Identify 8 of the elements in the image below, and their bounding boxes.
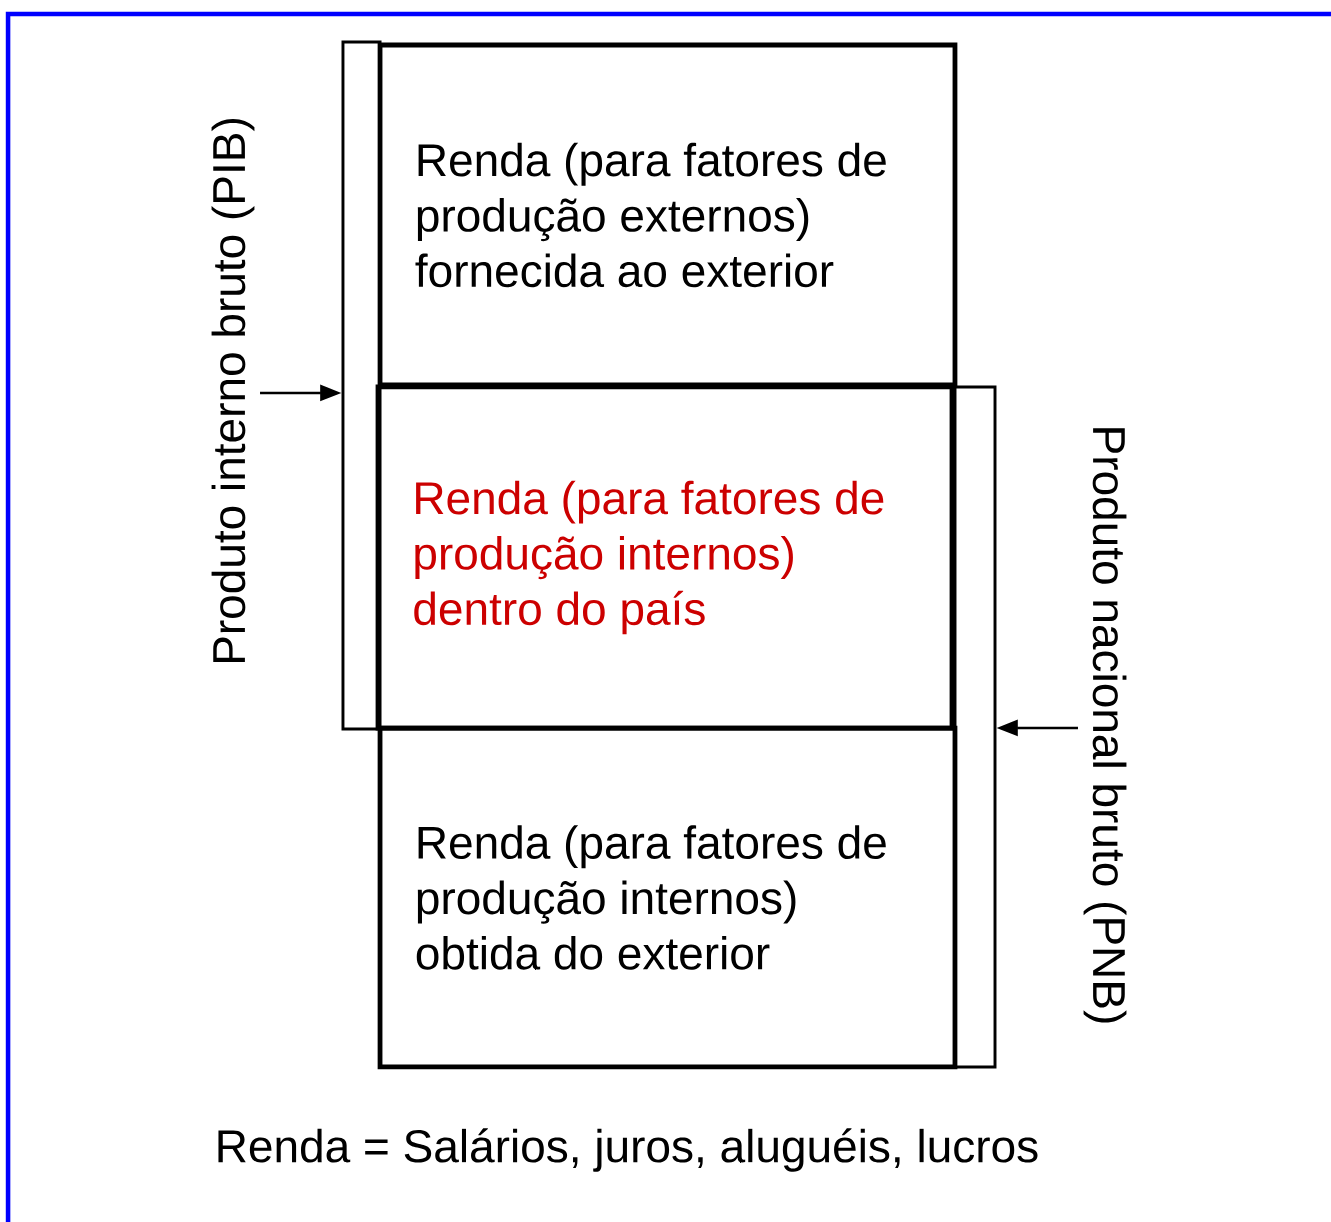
axis-label: Produto interno bruto (PIB) — [211, 119, 255, 663]
bracket — [953, 385, 997, 1069]
bracket — [341, 40, 382, 731]
note: Renda = Salários, juros, aluguéis, lucros — [218, 1128, 1038, 1172]
text-box: Renda (para fatores de produção internos) obtida do exterior — [377, 725, 958, 1070]
text-box: Renda (para fatores de produção externos) fornecida ao exterior — [377, 42, 958, 388]
axis-label: Produto nacional bruto (PNB) — [1083, 428, 1127, 1023]
text-box: Renda (para fatores de produção internos) dentro do país — [375, 384, 955, 731]
